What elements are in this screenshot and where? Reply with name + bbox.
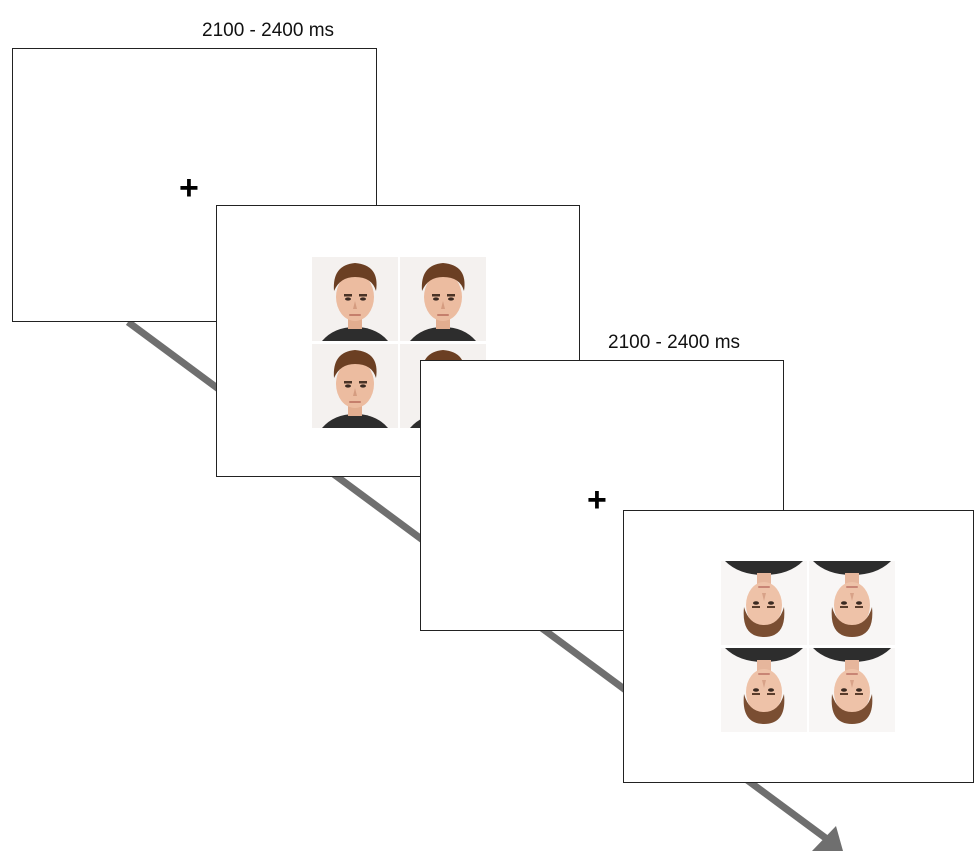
stimulus-screen-inverted [623,510,974,783]
face-image [400,257,486,341]
fixation-cross: + [587,483,607,517]
inverted-face-grid [721,561,895,732]
duration-label-2: 2100 - 2400 ms [608,332,740,354]
face-image [809,648,895,732]
fixation-cross: + [179,171,199,205]
face-image [809,561,895,645]
duration-label-1: 2100 - 2400 ms [202,20,334,42]
face-image [721,648,807,732]
face-image [312,257,398,341]
face-image [312,344,398,428]
face-image [721,561,807,645]
